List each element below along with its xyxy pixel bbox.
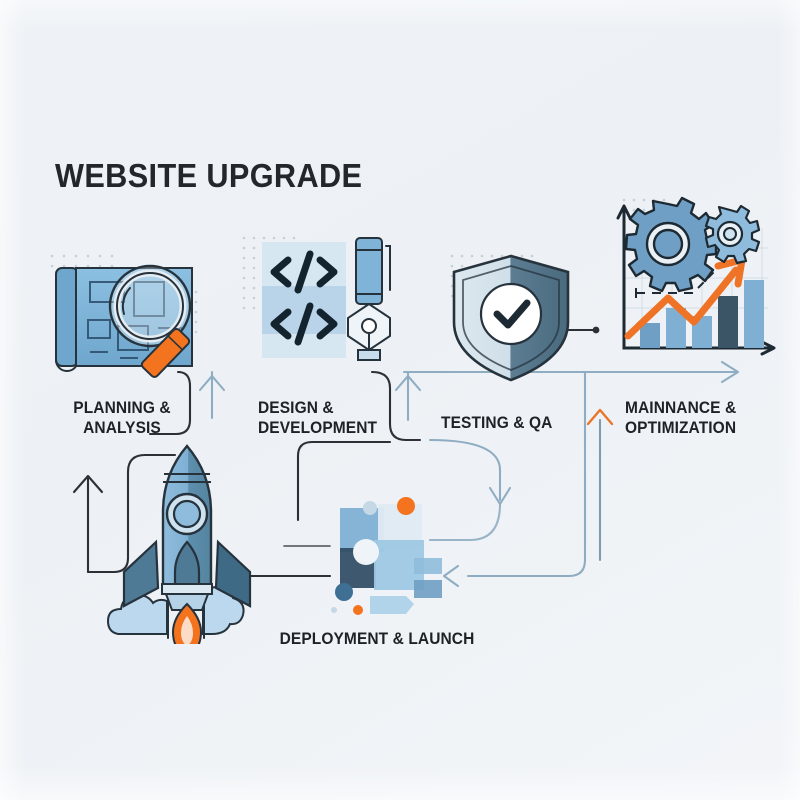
arrowhead-up bbox=[394, 374, 422, 392]
smoke-clouds bbox=[106, 585, 245, 635]
rocket-launch-icon bbox=[100, 438, 284, 658]
connector-maintenance-top-rail bbox=[402, 360, 740, 384]
arrowhead-up bbox=[72, 474, 104, 494]
trend-arrow bbox=[624, 266, 740, 340]
stage-label-design: DESIGN & DEVELOPMENT bbox=[258, 399, 378, 438]
abstract-blocks-icon bbox=[322, 486, 458, 622]
connector-loop-to-planning bbox=[72, 453, 177, 574]
stage-label-deployment: DEPLOYMENT & LAUNCH bbox=[279, 630, 475, 648]
dot-terminal bbox=[592, 326, 600, 334]
arrowhead-up bbox=[586, 408, 614, 426]
stage-label-maintenance: MAINNANCE & OPTIMIZATION bbox=[625, 399, 737, 438]
gears-growth-chart-icon bbox=[602, 188, 780, 370]
gear-small-icon bbox=[704, 204, 761, 265]
connector-design-to-testing bbox=[370, 370, 422, 442]
stage-label-planning: PLANNING & ANALYSIS bbox=[73, 399, 171, 438]
stage-label-testing: TESTING & QA bbox=[441, 414, 553, 432]
connector-testing-to-maintenance bbox=[586, 408, 614, 562]
blueprint-magnifier-icon bbox=[42, 248, 222, 396]
connector-planning-to-design bbox=[148, 370, 226, 436]
code-brackets-pen-icon bbox=[236, 224, 404, 376]
chart-bars bbox=[640, 280, 764, 348]
checkmark-icon bbox=[493, 299, 531, 329]
connector-feedback-loop-left bbox=[428, 370, 587, 588]
connector-design-down bbox=[296, 440, 392, 522]
arrowhead-left bbox=[442, 564, 460, 588]
shield-check-icon bbox=[442, 250, 580, 386]
arrowhead-right bbox=[720, 360, 740, 384]
gear-large-icon bbox=[624, 196, 718, 293]
arrowhead-up bbox=[198, 374, 226, 392]
page-title: WEBSITE UPGRADE bbox=[55, 157, 363, 194]
